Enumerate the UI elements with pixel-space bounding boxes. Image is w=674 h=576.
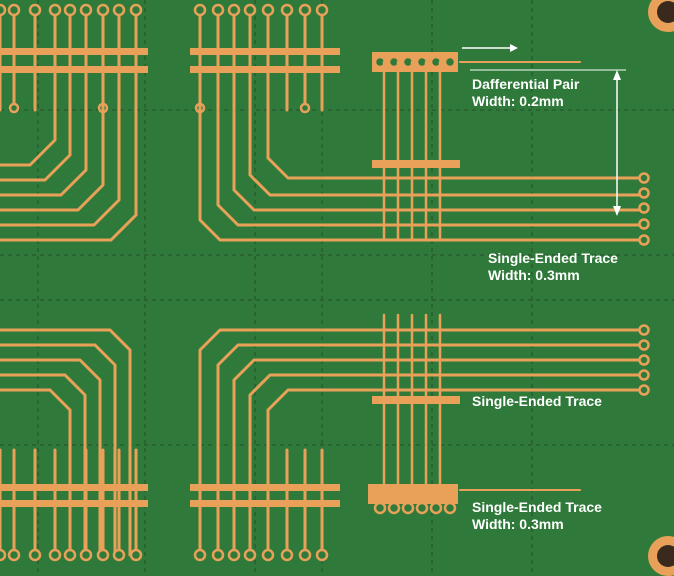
copper-pad bbox=[372, 160, 460, 168]
via-icon bbox=[211, 3, 225, 17]
fanout-trace bbox=[248, 98, 642, 197]
via-icon bbox=[280, 3, 294, 17]
via-icon bbox=[280, 548, 294, 562]
fanout-trace bbox=[0, 358, 102, 557]
fanout-trace bbox=[266, 98, 642, 180]
via-icon bbox=[443, 501, 457, 515]
via-icon bbox=[638, 218, 650, 230]
via-icon bbox=[315, 548, 329, 562]
via-icon bbox=[638, 369, 650, 381]
fanout-trace bbox=[232, 98, 642, 212]
via-icon bbox=[63, 3, 77, 17]
label-single-ended-1-title: Single-Ended Trace bbox=[488, 250, 618, 266]
via-icon bbox=[7, 548, 21, 562]
copper-pad bbox=[190, 500, 340, 507]
label-single-ended-2: Single-Ended Trace bbox=[472, 393, 602, 410]
via-icon bbox=[373, 501, 387, 515]
copper-pad bbox=[0, 484, 148, 491]
copper-pad bbox=[190, 484, 340, 491]
via-icon bbox=[401, 501, 415, 515]
via-icon bbox=[211, 548, 225, 562]
fanout-trace bbox=[0, 98, 88, 197]
copper-pad bbox=[0, 500, 148, 507]
fanout-trace bbox=[0, 98, 105, 212]
via-icon bbox=[415, 501, 429, 515]
via-icon bbox=[429, 501, 443, 515]
via-icon bbox=[638, 354, 650, 366]
via-icon bbox=[129, 548, 143, 562]
via-icon bbox=[227, 3, 241, 17]
via-icon bbox=[8, 102, 20, 114]
label-single-ended-2-title: Single-Ended Trace bbox=[472, 393, 602, 409]
arrow-right-head bbox=[510, 44, 518, 52]
via-icon bbox=[298, 3, 312, 17]
fanout-trace bbox=[198, 98, 642, 242]
via-icon bbox=[243, 548, 257, 562]
via-icon bbox=[96, 548, 110, 562]
via-icon bbox=[387, 501, 401, 515]
fanout-trace bbox=[0, 343, 117, 557]
via-icon bbox=[443, 55, 457, 69]
label-single-ended-3-title: Single-Ended Trace bbox=[472, 499, 602, 515]
via-icon bbox=[638, 234, 650, 246]
label-single-ended-1-width: Width: 0.3mm bbox=[488, 267, 580, 283]
fanout-trace bbox=[0, 98, 72, 182]
via-icon bbox=[638, 384, 650, 396]
via-icon bbox=[129, 3, 143, 17]
mounting-hole-center bbox=[657, 1, 674, 23]
via-icon bbox=[261, 3, 275, 17]
via-icon bbox=[227, 548, 241, 562]
label-differential-pair-width: Width: 0.2mm bbox=[472, 93, 564, 109]
copper-pad bbox=[190, 66, 340, 73]
via-icon bbox=[28, 548, 42, 562]
via-icon bbox=[63, 548, 77, 562]
via-icon bbox=[112, 3, 126, 17]
via-icon bbox=[79, 3, 93, 17]
mounting-hole-center bbox=[657, 545, 674, 567]
label-single-ended-3: Single-Ended Trace Width: 0.3mm bbox=[472, 499, 602, 533]
via-icon bbox=[299, 102, 311, 114]
via-icon bbox=[638, 172, 650, 184]
via-icon bbox=[193, 3, 207, 17]
via-icon bbox=[0, 3, 7, 17]
copper-pad bbox=[372, 396, 460, 404]
copper-pad bbox=[368, 484, 458, 504]
via-icon bbox=[261, 548, 275, 562]
via-icon bbox=[48, 3, 62, 17]
via-icon bbox=[243, 3, 257, 17]
label-differential-pair-title: Dafferential Pair bbox=[472, 76, 580, 92]
fanout-trace bbox=[0, 98, 57, 167]
via-icon bbox=[112, 548, 126, 562]
double-arrow-head-top bbox=[613, 70, 621, 80]
fanout-trace bbox=[0, 328, 132, 557]
via-icon bbox=[298, 548, 312, 562]
fanout-trace bbox=[0, 98, 121, 227]
via-icon bbox=[193, 548, 207, 562]
via-icon bbox=[96, 3, 110, 17]
via-icon bbox=[28, 3, 42, 17]
fanout-trace bbox=[0, 98, 138, 242]
copper-pad bbox=[190, 48, 340, 55]
via-icon bbox=[638, 324, 650, 336]
via-icon bbox=[79, 548, 93, 562]
via-icon bbox=[48, 548, 62, 562]
double-arrow-head-bottom bbox=[613, 206, 621, 216]
copper-pad bbox=[0, 48, 148, 55]
via-icon bbox=[638, 339, 650, 351]
label-differential-pair: Dafferential Pair Width: 0.2mm bbox=[472, 76, 579, 110]
via-icon bbox=[7, 3, 21, 17]
via-icon bbox=[0, 548, 7, 562]
via-icon bbox=[315, 3, 329, 17]
via-icon bbox=[638, 187, 650, 199]
copper-pad bbox=[0, 66, 148, 73]
via-icon bbox=[638, 202, 650, 214]
label-single-ended-3-width: Width: 0.3mm bbox=[472, 516, 564, 532]
label-single-ended-1: Single-Ended Trace Width: 0.3mm bbox=[488, 250, 618, 284]
